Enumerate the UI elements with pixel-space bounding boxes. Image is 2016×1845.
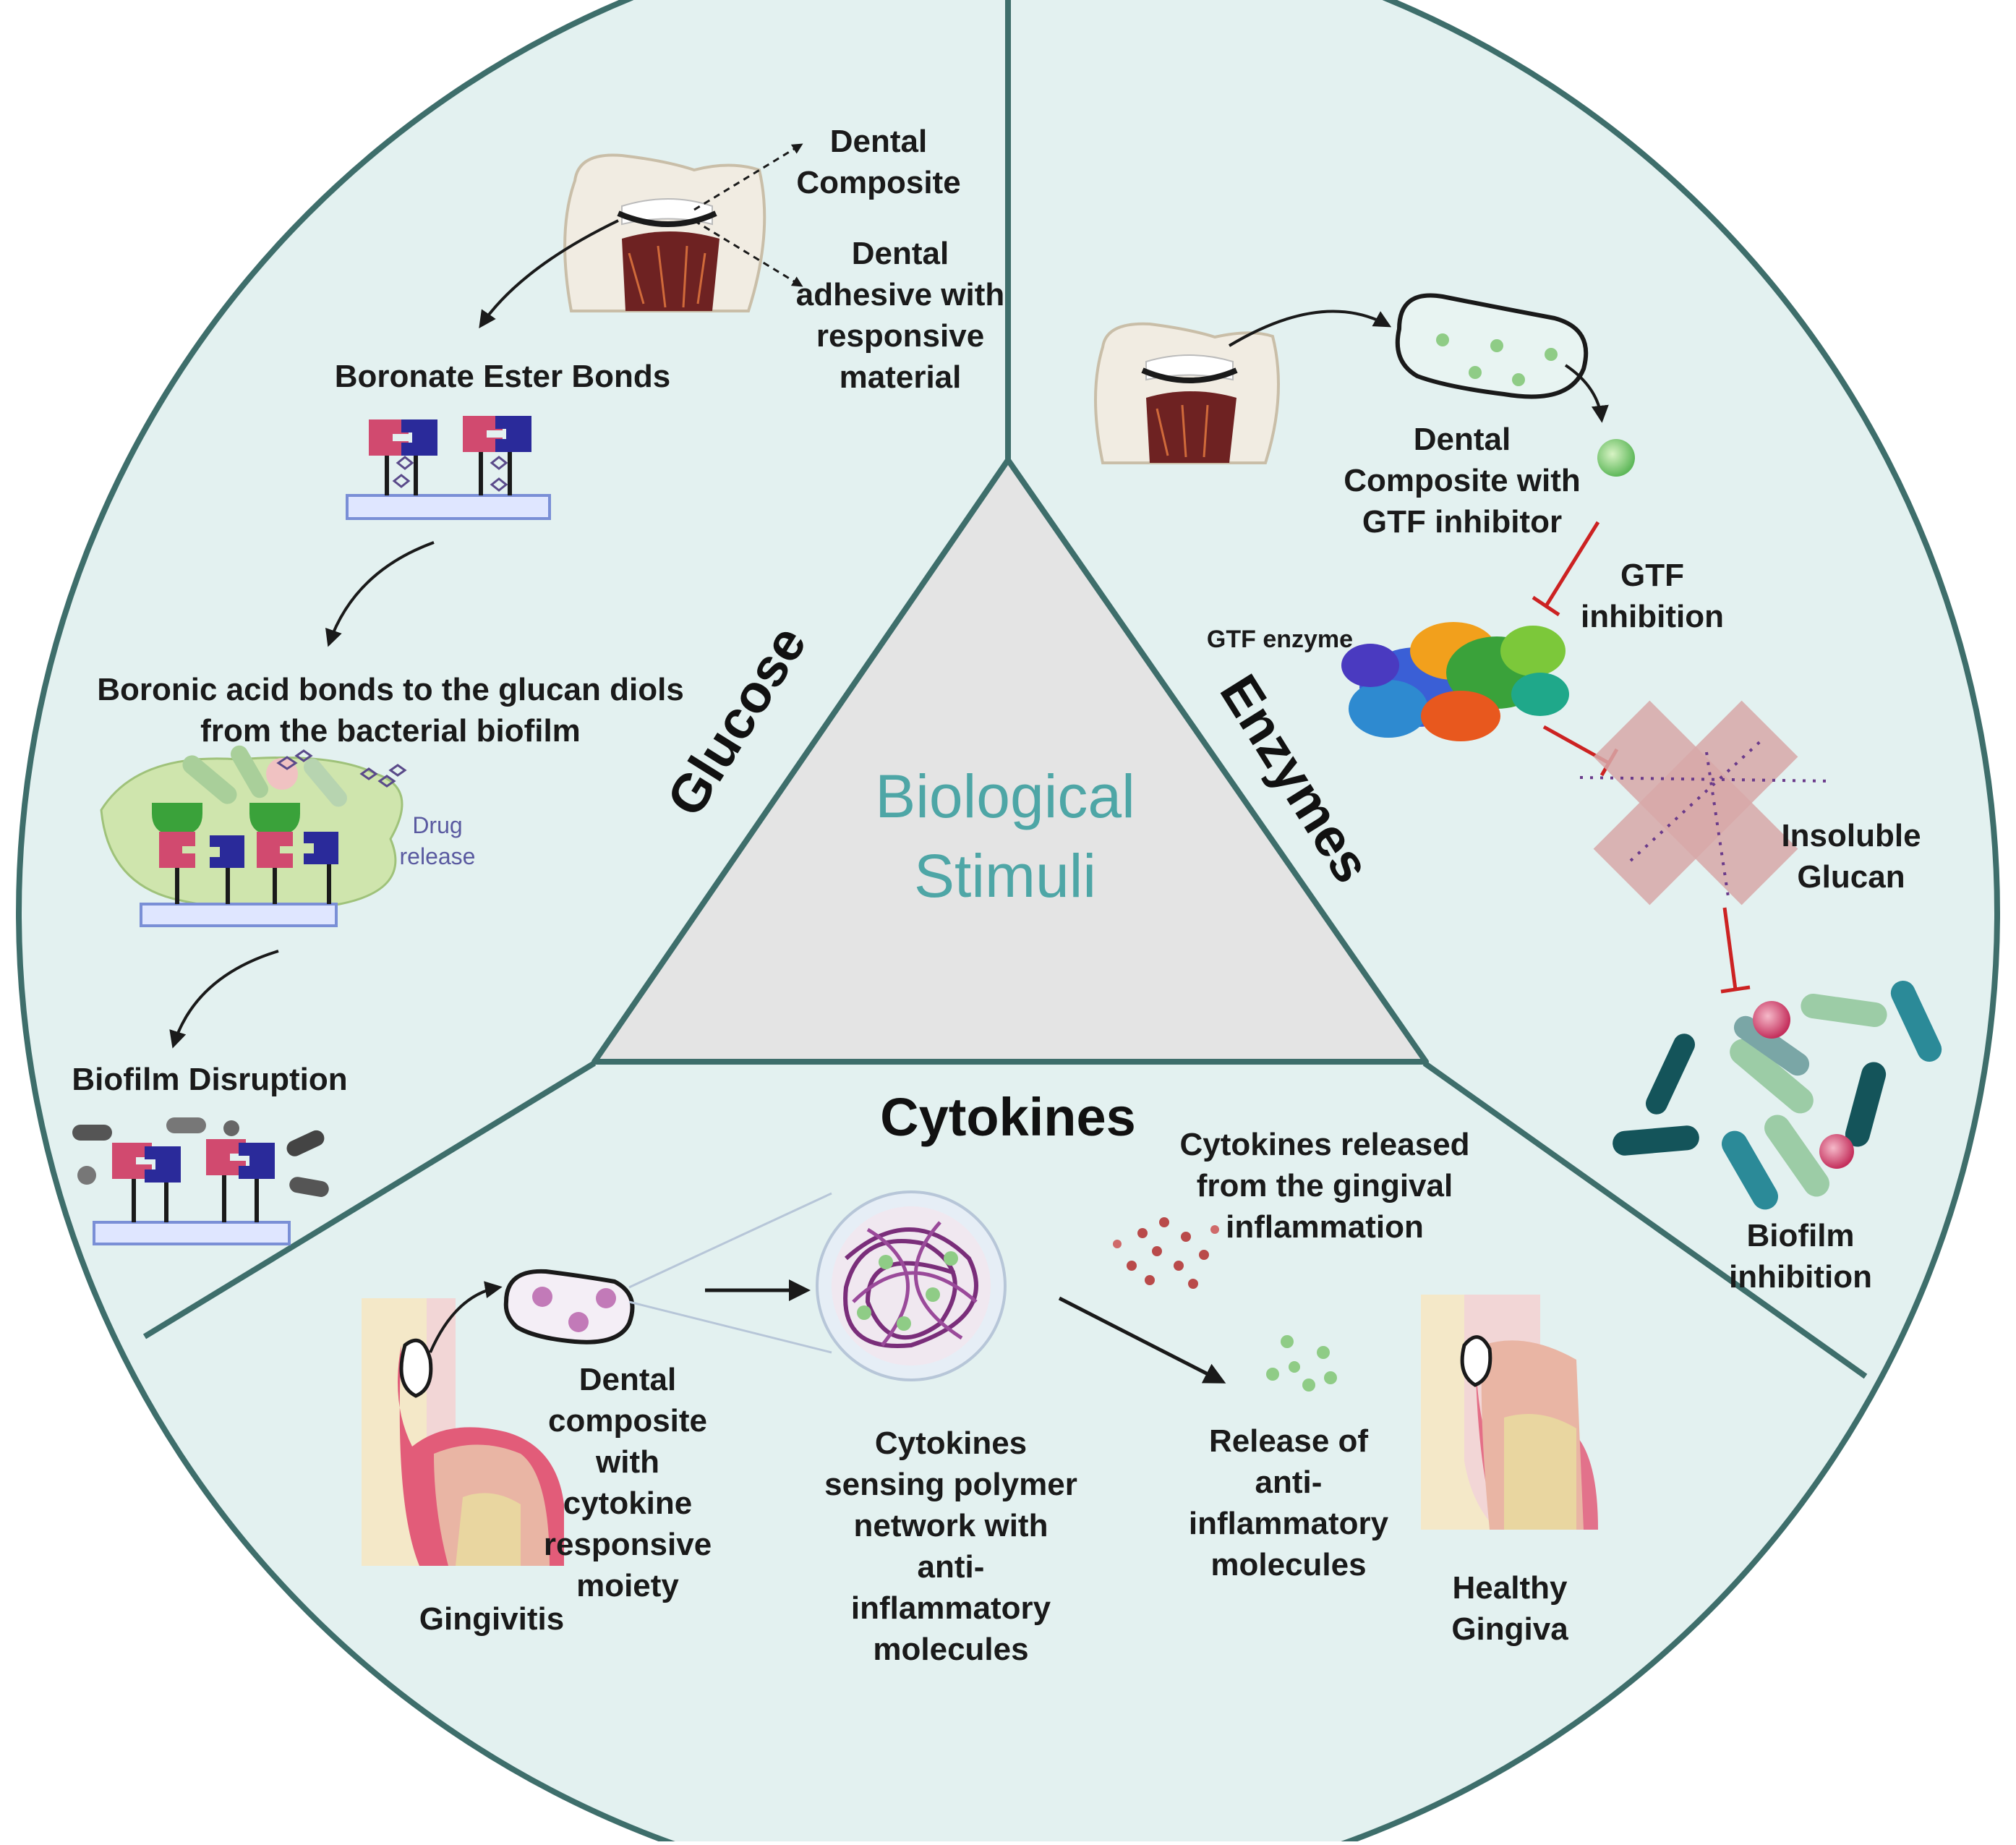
label-dental-adhesive-1: Dental	[852, 236, 949, 271]
arrow-tooth-to-capsule	[1228, 310, 1392, 347]
label-composite-cytokine-2: composite	[548, 1403, 707, 1439]
label-boronic-acid-2: from the bacterial biofilm	[200, 713, 581, 749]
label-composite-gtf-2: Composite with	[1344, 463, 1581, 498]
label-composite-gtf-1: Dental	[1414, 422, 1511, 457]
label-sensing-4: anti-	[918, 1549, 985, 1585]
gtf-enzyme-icon	[1341, 622, 1569, 741]
label-biofilm-inhibition-1: Biofilm	[1746, 1218, 1854, 1253]
label-composite-gtf-3: GTF inhibitor	[1362, 504, 1562, 540]
label-release-anti-1: Release of	[1209, 1423, 1368, 1459]
label-healthy-gingiva-2: Gingiva	[1451, 1611, 1568, 1647]
gtf-particle	[1512, 373, 1525, 386]
label-release-anti-2: anti-	[1255, 1465, 1323, 1500]
polymer-network-icon	[816, 1190, 1007, 1381]
insoluble-glucan-icon	[1579, 700, 1830, 906]
center-title-line2: Stimuli	[914, 842, 1096, 910]
pointer-adhesive	[693, 219, 803, 287]
gingivitis-icon	[362, 1298, 564, 1566]
divider-right	[1422, 1060, 1868, 1379]
center-triangle	[591, 457, 1429, 1065]
section-title-cytokines: Cytokines	[880, 1087, 1136, 1147]
label-biofilm-inhibition-2: inhibition	[1729, 1259, 1872, 1295]
zoom-line-top	[628, 1192, 832, 1289]
divider-left	[142, 1060, 597, 1339]
inhibit-gtf-symbol	[1532, 521, 1600, 617]
arrow-capsule-to-particle	[1564, 364, 1609, 423]
label-cytokines-released-1: Cytokines released	[1179, 1127, 1469, 1162]
polymer-particle	[596, 1288, 616, 1308]
label-insoluble-glucan-2: Glucan	[1797, 859, 1905, 895]
label-dental-composite-2: Composite	[796, 165, 960, 200]
arrow-tooth-to-boronate	[479, 219, 619, 328]
label-composite-cytokine-1: Dental	[579, 1362, 676, 1397]
biofilm-disruption-icon	[72, 1117, 329, 1245]
label-composite-cytokine-3: with	[595, 1444, 659, 1480]
healthy-gingiva-icon	[1421, 1295, 1598, 1530]
label-dental-adhesive-4: material	[840, 359, 962, 395]
label-drug-release-1: Drug	[412, 812, 462, 838]
label-sensing-5: inflammatory	[851, 1590, 1051, 1626]
label-sensing-3: network with	[854, 1508, 1048, 1543]
label-boronate-ester-bonds: Boronate Ester Bonds	[335, 359, 671, 394]
label-dental-adhesive-3: responsive	[816, 318, 984, 354]
boronate-bond-icon	[346, 416, 551, 520]
label-dental-adhesive-2: adhesive with	[796, 277, 1005, 312]
gtf-particle	[1469, 366, 1482, 379]
biofilm-receptor-icon	[100, 745, 407, 927]
arrow-gingivitis-to-capsule	[429, 1281, 503, 1353]
arrow-boronic-to-disruption	[169, 950, 279, 1049]
tooth-enzymes-icon	[1094, 322, 1280, 464]
arrow-boronate-to-boronic	[325, 541, 435, 647]
label-gtf-enzyme: GTF enzyme	[1207, 626, 1353, 653]
label-release-anti-3: inflammatory	[1189, 1506, 1389, 1541]
capsule-cytokine-icon	[503, 1269, 635, 1345]
label-sensing-6: molecules	[873, 1632, 1028, 1667]
anti-inflammatory-dots-icon	[1266, 1335, 1337, 1392]
gtf-particle	[1545, 348, 1558, 361]
label-gtf-inhibition-2: inhibition	[1581, 599, 1724, 634]
center-title-line1: Biological	[875, 762, 1135, 830]
tooth-glucose-icon	[563, 153, 766, 312]
gtf-particle	[1490, 339, 1503, 352]
label-drug-release-2: release	[400, 843, 476, 869]
gtf-particle	[1436, 333, 1449, 346]
label-boronic-acid-1: Boronic acid bonds to the glucan diols	[97, 672, 684, 707]
label-healthy-gingiva-1: Healthy	[1453, 1570, 1568, 1606]
label-sensing-2: sensing polymer	[824, 1467, 1077, 1502]
label-dental-composite-1: Dental	[830, 124, 927, 159]
label-biofilm-disruption: Biofilm Disruption	[72, 1062, 347, 1097]
label-composite-cytokine-4: cytokine	[563, 1486, 693, 1521]
zoom-line-bottom	[628, 1300, 832, 1354]
label-composite-cytokine-6: moiety	[576, 1568, 679, 1603]
label-sensing-1: Cytokines	[875, 1426, 1027, 1461]
inhibit-biofilm-symbol	[1720, 907, 1751, 994]
label-composite-cytokine-5: responsive	[544, 1527, 712, 1562]
cytokine-dots-icon	[1113, 1217, 1219, 1289]
gtf-inhibitor-particle	[1597, 439, 1635, 477]
label-cytokines-released-2: from the gingival	[1197, 1168, 1453, 1203]
label-insoluble-glucan-1: Insoluble	[1781, 818, 1921, 853]
pointer-composite	[693, 143, 803, 211]
bacteria-cluster-icon	[1613, 981, 1942, 1210]
label-release-anti-4: molecules	[1210, 1547, 1366, 1582]
polymer-particle	[532, 1287, 552, 1307]
label-gtf-inhibition-1: GTF	[1620, 558, 1684, 593]
label-cytokines-released-3: inflammation	[1226, 1209, 1424, 1245]
polymer-particle	[568, 1312, 589, 1332]
label-gingivitis: Gingivitis	[419, 1601, 564, 1637]
arrow-network-to-release	[1058, 1296, 1226, 1384]
